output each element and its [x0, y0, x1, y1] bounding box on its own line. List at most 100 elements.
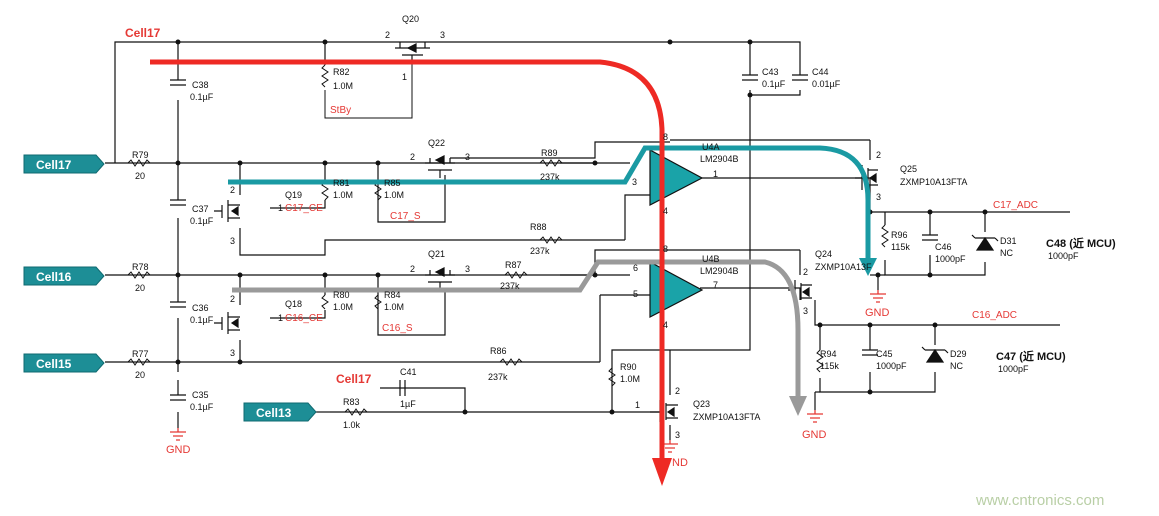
svg-text:3: 3 — [465, 152, 470, 162]
svg-text:C46: C46 — [935, 242, 952, 252]
svg-text:LM2904B: LM2904B — [700, 266, 739, 276]
svg-text:8: 8 — [663, 132, 668, 142]
svg-text:3: 3 — [876, 192, 881, 202]
svg-text:2: 2 — [410, 152, 415, 162]
svg-text:R84: R84 — [384, 290, 401, 300]
svg-text:3: 3 — [465, 264, 470, 274]
teal-path-cell17 — [228, 145, 871, 262]
svg-text:R81: R81 — [333, 178, 350, 188]
svg-text:3: 3 — [803, 306, 808, 316]
svg-text:NC: NC — [950, 361, 963, 371]
net-labels: Cell17 Cell17 StBy C17_CE C16_CE C17_S C… — [125, 26, 1116, 469]
svg-text:Cell15: Cell15 — [36, 357, 72, 371]
svg-text:ZXMP10A13F: ZXMP10A13F — [815, 262, 872, 272]
label-c47-mcu: C47 (近 MCU) — [996, 349, 1066, 363]
component-labels: R79 20 R78 20 R77 20 C38 0.1µF C37 0.1µF… — [132, 14, 1017, 440]
svg-text:1.0M: 1.0M — [333, 190, 353, 200]
svg-text:U4B: U4B — [702, 254, 720, 264]
svg-text:Q19: Q19 — [285, 190, 302, 200]
cell13-tag: Cell13 — [243, 402, 317, 422]
label-c16-s: C16_S — [382, 323, 413, 334]
svg-text:R80: R80 — [333, 290, 350, 300]
svg-text:1.0M: 1.0M — [333, 302, 353, 312]
svg-text:R87: R87 — [505, 260, 522, 270]
svg-text:Cell16: Cell16 — [36, 270, 72, 284]
label-c16-adc: C16_ADC — [972, 310, 1017, 321]
svg-text:1: 1 — [278, 313, 283, 323]
svg-text:237k: 237k — [540, 172, 560, 182]
svg-text:NC: NC — [1000, 248, 1013, 258]
label-c17-adc: C17_ADC — [993, 200, 1038, 211]
svg-text:LM2904B: LM2904B — [700, 154, 739, 164]
svg-text:C41: C41 — [400, 367, 417, 377]
svg-text:237k: 237k — [500, 281, 520, 291]
svg-text:1: 1 — [713, 169, 718, 179]
svg-text:Q25: Q25 — [900, 164, 917, 174]
svg-text:C36: C36 — [192, 303, 209, 313]
svg-text:3: 3 — [440, 30, 445, 40]
svg-text:0.1µF: 0.1µF — [190, 92, 214, 102]
label-cell17-mid: Cell17 — [336, 372, 372, 386]
svg-text:U4A: U4A — [702, 142, 720, 152]
svg-text:237k: 237k — [488, 372, 508, 382]
svg-text:0.1µF: 0.1µF — [190, 315, 214, 325]
svg-text:3: 3 — [632, 177, 637, 187]
svg-text:7: 7 — [713, 280, 718, 290]
svg-text:1000pF: 1000pF — [935, 254, 966, 264]
opamp-u4a — [649, 148, 704, 206]
svg-text:R85: R85 — [384, 178, 401, 188]
capacitor-symbols — [170, 74, 938, 401]
svg-text:R77: R77 — [132, 349, 149, 359]
svg-text:1µF: 1µF — [400, 399, 416, 409]
svg-text:ZXMP10A13FTA: ZXMP10A13FTA — [693, 412, 760, 422]
gnd-label-3: GND — [802, 429, 827, 441]
svg-text:C45: C45 — [876, 349, 893, 359]
svg-text:Q24: Q24 — [815, 249, 832, 259]
svg-text:1.0M: 1.0M — [333, 81, 353, 91]
svg-text:Q18: Q18 — [285, 299, 302, 309]
label-c17-s: C17_S — [390, 211, 421, 222]
svg-text:8: 8 — [663, 244, 668, 254]
svg-text:0.1µF: 0.1µF — [762, 79, 786, 89]
svg-text:4: 4 — [663, 320, 668, 330]
svg-text:20: 20 — [135, 283, 145, 293]
label-c16-ce: C16_CE — [285, 313, 323, 324]
cell15-tag: Cell15 — [23, 353, 105, 373]
svg-text:2: 2 — [410, 264, 415, 274]
opamp-symbols — [649, 148, 704, 318]
svg-text:Q23: Q23 — [693, 399, 710, 409]
gnd-label-4: ND — [672, 457, 688, 469]
svg-text:R88: R88 — [530, 222, 547, 232]
svg-text:1.0M: 1.0M — [384, 190, 404, 200]
gnd-label-2: GND — [865, 307, 890, 319]
svg-text:Q20: Q20 — [402, 14, 419, 24]
svg-text:R78: R78 — [132, 262, 149, 272]
junction-dots — [175, 39, 988, 415]
svg-text:R86: R86 — [490, 346, 507, 356]
label-c47-value: 1000pF — [998, 364, 1029, 374]
svg-text:1: 1 — [278, 203, 283, 213]
svg-text:C44: C44 — [812, 67, 829, 77]
svg-text:115k: 115k — [820, 361, 839, 371]
gray-path-cell16 — [232, 259, 801, 400]
svg-text:115k: 115k — [891, 242, 910, 252]
label-c48-value: 1000pF — [1048, 251, 1079, 261]
svg-text:R83: R83 — [343, 397, 360, 407]
svg-text:C43: C43 — [762, 67, 779, 77]
svg-text:1: 1 — [635, 400, 640, 410]
svg-text:6: 6 — [633, 263, 638, 273]
svg-text:20: 20 — [135, 171, 145, 181]
label-c48-mcu: C48 (近 MCU) — [1046, 236, 1116, 250]
label-stby: StBy — [330, 105, 351, 116]
svg-text:1.0M: 1.0M — [620, 374, 640, 384]
cell17-tag: Cell17 — [23, 154, 105, 174]
svg-text:D29: D29 — [950, 349, 967, 359]
svg-text:1.0k: 1.0k — [343, 420, 361, 430]
svg-text:D31: D31 — [1000, 236, 1017, 246]
svg-text:237k: 237k — [530, 246, 550, 256]
svg-text:1000pF: 1000pF — [876, 361, 907, 371]
zener-diode-symbols — [921, 234, 999, 363]
svg-text:C38: C38 — [192, 80, 209, 90]
svg-text:2: 2 — [803, 267, 808, 277]
svg-text:0.1µF: 0.1µF — [190, 402, 214, 412]
